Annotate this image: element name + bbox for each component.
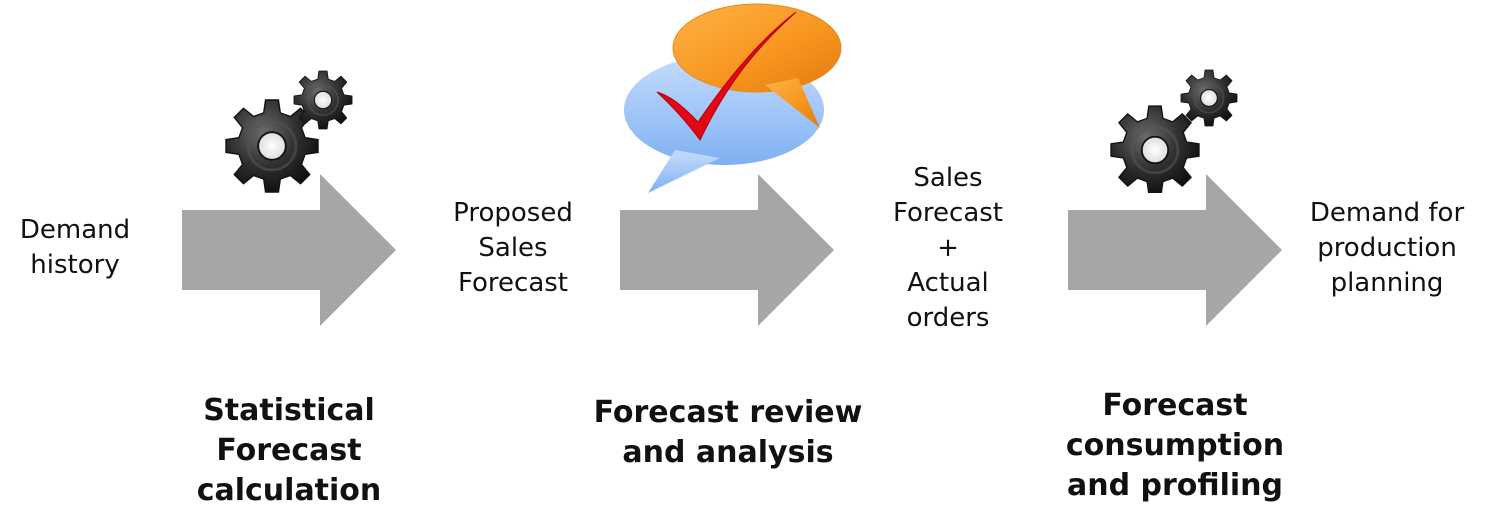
demand-production-label: Demand for production planning bbox=[1309, 198, 1465, 298]
proposed-forecast-label: Proposed Sales Forecast bbox=[453, 198, 573, 298]
speech-bubbles-checkmark-icon bbox=[624, 3, 842, 193]
process-arrow bbox=[1068, 174, 1282, 326]
process-arrow bbox=[620, 174, 834, 326]
step-title-statistical: Statistical Forecast calculation bbox=[196, 393, 382, 508]
sales-forecast-orders-label: Sales Forecast + Actual orders bbox=[892, 163, 1004, 333]
process-arrow bbox=[182, 174, 396, 326]
demand-history-label: Demand history bbox=[19, 215, 131, 280]
step-title-review: Forecast review and analysis bbox=[593, 395, 863, 470]
step-title-consumption: Forecast consumption and profiling bbox=[1065, 388, 1285, 503]
